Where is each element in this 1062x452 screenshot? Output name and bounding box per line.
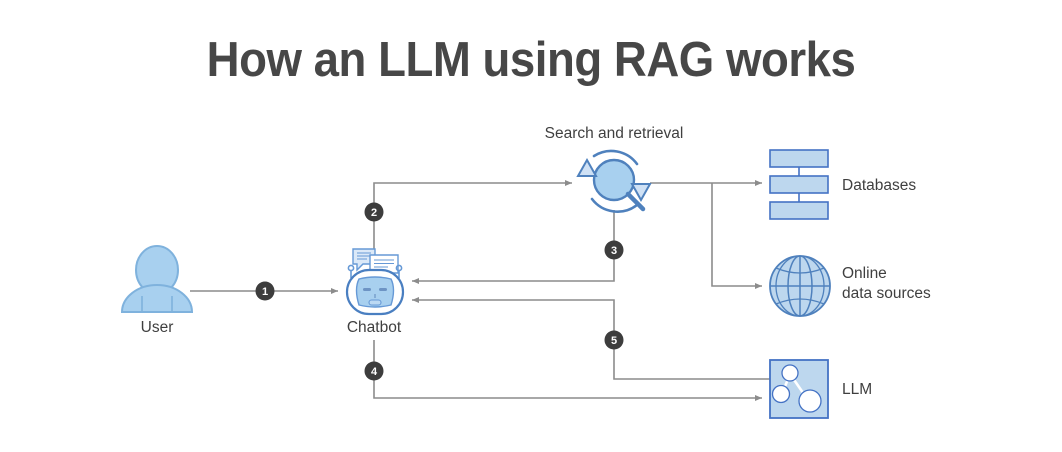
databases-icon bbox=[769, 149, 829, 220]
step-badge-3-label: 3 bbox=[611, 245, 617, 257]
chat-bubble-back bbox=[352, 248, 376, 272]
step-badge-5-label: 5 bbox=[611, 335, 617, 347]
step-badges: 1 2 3 4 5 bbox=[255, 202, 624, 381]
connector-step-4 bbox=[373, 340, 762, 401]
chatbot-icon bbox=[345, 248, 405, 316]
label-online-data-sources-line1: Online bbox=[842, 265, 887, 282]
step-badge-1-label: 1 bbox=[262, 286, 268, 298]
step-badge-5: 5 bbox=[604, 330, 624, 350]
step-badge-3: 3 bbox=[604, 240, 624, 260]
connectors bbox=[190, 180, 770, 401]
step-badge-1: 1 bbox=[255, 281, 275, 301]
label-llm: LLM bbox=[842, 381, 873, 398]
label-search-and-retrieval: Search and retrieval bbox=[544, 125, 684, 142]
connector-step-3 bbox=[412, 210, 615, 284]
connector-search-to-online bbox=[711, 183, 762, 289]
step-badge-4-label: 4 bbox=[371, 366, 378, 378]
connector-step-2 bbox=[373, 180, 572, 252]
globe-icon bbox=[769, 255, 831, 317]
search-retrieval-icon bbox=[576, 149, 652, 213]
label-chatbot: Chatbot bbox=[346, 319, 402, 336]
label-user: User bbox=[140, 319, 174, 336]
llm-network-icon bbox=[769, 359, 829, 419]
label-online-data-sources-line2: data sources bbox=[842, 285, 931, 302]
page-title: How an LLM using RAG works bbox=[206, 33, 856, 87]
user-icon bbox=[120, 245, 194, 313]
step-badge-2: 2 bbox=[364, 202, 384, 222]
connector-step-5 bbox=[412, 297, 770, 380]
step-badge-2-label: 2 bbox=[371, 207, 377, 219]
label-databases: Databases bbox=[842, 177, 917, 194]
step-badge-4: 4 bbox=[364, 361, 384, 381]
